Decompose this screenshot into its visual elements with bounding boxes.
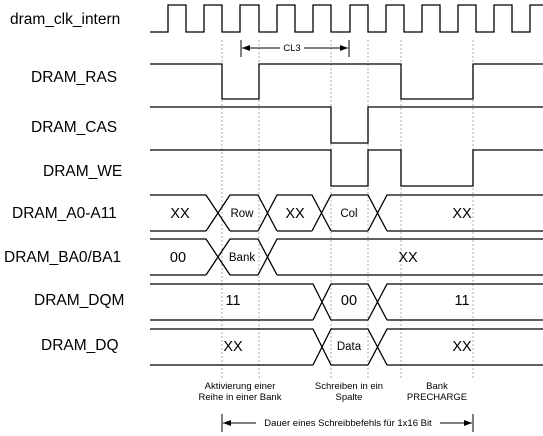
- ba-value-bank: Bank: [229, 252, 255, 264]
- dqm-value-11-1: 11: [225, 293, 240, 309]
- we-waveform: [150, 149, 543, 187]
- dq-bus-waveform: [150, 328, 543, 366]
- ras-waveform: [150, 63, 543, 100]
- ba-value-xx: XX: [398, 250, 418, 266]
- signal-label-dqm: DRAM_DQM: [34, 292, 124, 309]
- annotation-activation-line1: Aktivierung einer: [205, 381, 276, 392]
- dqm-value-11-2: 11: [454, 293, 469, 309]
- signal-label-dq: DRAM_DQ: [41, 337, 119, 354]
- annotation-precharge-line1: Bank: [426, 381, 448, 392]
- duration-label: Dauer eines Schreibbefehls für 1x16 Bit: [264, 418, 432, 429]
- addr-value-xx-2: XX: [285, 206, 305, 222]
- clock-waveform: [150, 4, 543, 33]
- annotation-precharge-line2: PRECHARGE: [407, 392, 467, 403]
- signal-label-clk: dram_clk_intern: [10, 11, 120, 28]
- ba-bus-waveform: [150, 238, 543, 276]
- cl3-arrow: [240, 40, 350, 57]
- dq-value-xx-2: XX: [452, 339, 472, 355]
- addr-value-col: Col: [340, 208, 357, 220]
- addr-value-xx-3: XX: [452, 206, 472, 222]
- signal-label-cas: DRAM_CAS: [31, 119, 117, 136]
- ba-value-00: 00: [170, 250, 186, 266]
- duration-arrow: [221, 414, 474, 432]
- cas-waveform: [150, 106, 543, 144]
- addr-value-xx-1: XX: [170, 206, 190, 222]
- annotation-activation-line2: Reihe in einer Bank: [199, 392, 282, 403]
- addr-value-row: Row: [230, 208, 254, 220]
- cl3-label: CL3: [283, 43, 300, 54]
- annotation-write-line1: Schreiben in ein: [315, 381, 383, 392]
- dq-value-xx-1: XX: [223, 339, 243, 355]
- signal-label-ba: DRAM_BA0/BA1: [4, 249, 121, 266]
- dq-value-data: Data: [337, 341, 362, 353]
- addr-bus-waveform: [150, 194, 543, 232]
- signal-label-we: DRAM_WE: [43, 163, 122, 180]
- dqm-bus-waveform: [150, 283, 543, 321]
- dqm-value-00: 00: [341, 293, 357, 309]
- signal-label-addr: DRAM_A0-A11: [12, 205, 117, 222]
- annotation-write-line2: Spalte: [336, 392, 363, 403]
- signal-label-ras: DRAM_RAS: [31, 69, 117, 86]
